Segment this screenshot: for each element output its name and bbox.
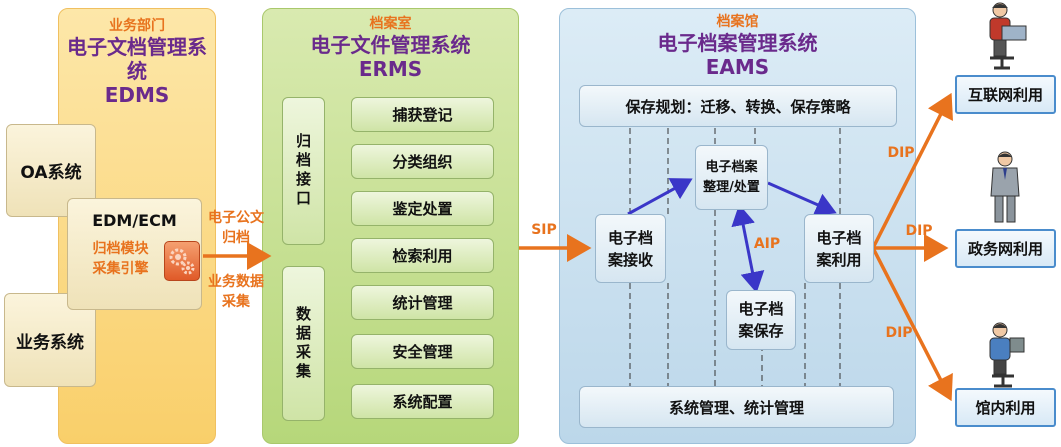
receive-box: 电子档 案接收 [595,214,666,283]
gov-use-label: 政务网利用 [967,240,1043,258]
erms-title: 电子文件管理系统 [310,33,471,57]
businessman-icon [990,151,1020,223]
eams-title: 电子档案管理系统 [657,31,818,55]
internet-use-label: 互联网利用 [967,86,1043,104]
organize-box: 电子档案 整理/处置 [695,145,768,210]
gear-icon [164,241,200,281]
inhouse-use-label: 馆内利用 [975,399,1036,417]
dip-label-inhouse: DIP [885,325,913,341]
inhouse-use-box: 馆内利用 [955,388,1056,427]
dip-label-gov: DIP [905,223,933,239]
archive-engine-label: 归档模块 采集引擎 [92,241,149,277]
oa-system-label: OA系统 [20,163,82,183]
module-search-utilize: 检索利用 [392,247,453,265]
doc-archive-label: 电子公文 归档 [208,210,264,246]
eams-abbr: EAMS [705,55,770,79]
erms-module-box: 鉴定处置 [351,191,494,226]
archive-interface-box: 归档接口 [282,97,325,245]
erms-module-box: 系统配置 [351,384,494,419]
module-statistics: 统计管理 [392,294,453,312]
system-management-label: 系统管理、统计管理 [668,398,804,417]
data-collection-label: 数据采集 [294,305,312,382]
biz-collect-label: 业务数据 采集 [208,274,264,310]
business-system-label: 业务系统 [16,332,84,353]
module-classify-organize: 分类组织 [392,153,453,171]
edm-ecm-box: EDM/ECM 归档模块 采集引擎 [67,198,202,310]
edm-ecm-label: EDM/ECM [92,211,177,230]
erms-module-box: 检索利用 [351,238,494,273]
desktop-user-icon [989,322,1025,388]
sip-label: SIP [531,222,557,238]
dip-label-internet: DIP [887,145,915,161]
preservation-plan-label: 保存规划：迁移、转换、保存策略 [625,97,851,116]
module-system-config: 系统配置 [392,393,453,411]
store-box: 电子档 案保存 [726,290,796,350]
module-capture-register: 捕获登记 [392,106,453,124]
erms-module-box: 统计管理 [351,285,494,320]
organize-label: 电子档案 整理/处置 [703,159,760,195]
preservation-plan-box: 保存规划：迁移、转换、保存策略 [579,85,897,127]
aip-label: AIP [753,236,781,252]
data-collection-box: 数据采集 [282,266,325,421]
receive-label: 电子档 案接收 [607,228,653,269]
erms-module-box: 安全管理 [351,334,494,369]
edms-dept: 业务部门 [109,18,165,34]
edms-abbr: EDMS [104,83,170,107]
system-management-box: 系统管理、统计管理 [579,386,894,428]
store-label: 电子档 案保存 [738,300,784,340]
archive-interface-label: 归档接口 [294,133,312,209]
erms-abbr: ERMS [358,57,423,81]
gov-use-box: 政务网利用 [955,229,1056,268]
erms-dept: 档案室 [369,16,412,32]
laptop-user-icon [989,2,1027,70]
utilize-label: 电子档 案利用 [816,228,862,269]
erms-module-box: 分类组织 [351,144,494,179]
edms-title: 电子文档管理系统 [67,35,207,83]
internet-use-box: 互联网利用 [955,75,1056,114]
erms-module-box: 捕获登记 [351,97,494,132]
module-appraisal-disposal: 鉴定处置 [392,200,453,218]
utilize-box: 电子档 案利用 [804,214,874,283]
module-security: 安全管理 [392,343,453,361]
eams-dept: 档案馆 [716,14,759,30]
